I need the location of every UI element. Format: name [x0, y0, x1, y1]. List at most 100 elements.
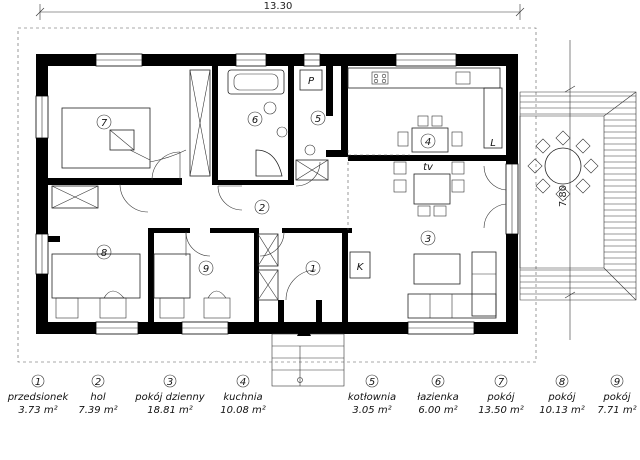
pantry-box: [299, 69, 323, 91]
legend-room-area: 6.00 m²: [418, 405, 457, 416]
kitchen-fixtures: L: [347, 67, 503, 153]
bathroom-fixtures: [227, 69, 288, 177]
legend-number-circle: [431, 374, 445, 388]
legend-number: 1: [35, 377, 41, 388]
legend-number-circle: [236, 374, 250, 388]
bedroom-9-furniture: [153, 233, 279, 319]
legend-room-name: pokój: [486, 391, 514, 403]
legend-number: 5: [369, 377, 375, 388]
legend-number-circle: [365, 374, 379, 388]
terrace-table: [544, 147, 582, 185]
terrace-chair: [575, 178, 591, 194]
svg-text:2: 2: [259, 203, 265, 214]
legend-number-circle: [31, 374, 45, 388]
walls: [36, 54, 518, 334]
bathtub-icon: [227, 69, 285, 95]
shower-icon: [255, 149, 283, 177]
legend-room-area: 3.05 m²: [352, 405, 391, 416]
bedroom-7-furniture: [61, 69, 211, 177]
legend-room-area: 13.50 m²: [478, 405, 524, 416]
terrace-chair: [555, 186, 571, 202]
room-marker-8: 8: [96, 244, 112, 260]
terrace-chair: [535, 178, 551, 194]
sink-icon: [263, 101, 277, 115]
legend-room-name: łazienka: [417, 392, 458, 403]
legend-room-area: 18.81 m²: [147, 405, 193, 416]
legend-room-name: przedsionek: [7, 392, 70, 403]
svg-text:7: 7: [101, 118, 108, 129]
dining-table: [411, 127, 449, 153]
room-marker-5: 5: [310, 110, 326, 126]
room-marker-3: 3: [420, 230, 436, 246]
entrance-steps: [271, 322, 345, 387]
room-marker-7: 7: [96, 114, 112, 130]
legend-room-name: hol: [90, 392, 105, 403]
svg-text:3: 3: [425, 234, 431, 245]
legend-room-area: 7.71 m²: [597, 405, 636, 416]
terrace-chair: [575, 138, 591, 154]
legend-number: 2: [95, 377, 101, 388]
legend-number: 7: [498, 377, 505, 388]
legend-item: 7 pokój 13.50 m²: [478, 374, 524, 416]
room-legend: 1 przedsionek 3.73 m² 2 hol 7.39 m² 3 pokój dzi…: [7, 374, 637, 416]
kitchen-sink-icon: [455, 71, 471, 85]
legend-number: 3: [167, 377, 173, 388]
legend-item: 5 kotłownia 3.05 m²: [348, 374, 396, 416]
legend-room-name: pokój dzienny: [134, 391, 206, 403]
living-room-furniture: tv K: [349, 161, 497, 319]
legend-number-circle: [163, 374, 177, 388]
bedroom-8-furniture: [51, 185, 141, 319]
svg-text:5: 5: [315, 114, 321, 125]
svg-text:8: 8: [101, 248, 107, 259]
legend-item: 1 przedsionek 3.73 m²: [7, 374, 70, 416]
legend-item: 4 kuchnia 10.08 m²: [220, 374, 266, 416]
svg-text:9: 9: [203, 264, 209, 275]
legend-room-area: 7.39 m²: [78, 405, 117, 416]
tv-label: tv: [423, 162, 434, 173]
terrace-chair: [583, 158, 599, 174]
toilet-icon: [276, 126, 288, 138]
terrace: 7.80: [519, 40, 637, 340]
terrace-dimension-label: 7.80: [558, 185, 569, 207]
room-marker-9: 9: [198, 260, 214, 276]
legend-number: 4: [240, 377, 246, 388]
room-markers: 7 6 5 4 2 3 8 9 1: [96, 110, 436, 276]
legend-number-circle: [91, 374, 105, 388]
svg-text:4: 4: [425, 137, 431, 148]
room-marker-2: 2: [254, 199, 270, 215]
room-marker-4: 4: [420, 133, 436, 149]
legend-room-name: pokój: [602, 391, 630, 403]
fireplace-letter: K: [357, 262, 365, 273]
legend-number: 6: [435, 377, 441, 388]
terrace-chair: [535, 138, 551, 154]
pantry-letter: P: [308, 76, 315, 87]
room-marker-6: 6: [247, 111, 263, 127]
svg-text:6: 6: [252, 115, 258, 126]
legend-number-circle: [555, 374, 569, 388]
coffee-table: [413, 253, 461, 285]
stove-icon: [371, 71, 389, 85]
legend-number: 8: [559, 377, 565, 388]
legend-room-area: 3.73 m²: [18, 405, 57, 416]
legend-room-name: kotłownia: [348, 392, 396, 403]
legend-room-name: kuchnia: [223, 392, 262, 403]
boiler-room-fixtures: P: [295, 69, 329, 181]
legend-number-circle: [494, 374, 508, 388]
width-dimension-label: 13.30: [264, 1, 293, 12]
legend-room-name: pokój: [547, 391, 575, 403]
legend-item: 3 pokój dzienny 18.81 m²: [134, 374, 206, 416]
windows: [35, 53, 519, 335]
doors: [119, 150, 507, 301]
terrace-chair: [555, 130, 571, 146]
entrance-arrow-icon: [297, 322, 311, 336]
terrace-chair: [527, 158, 543, 174]
sofa-side: [471, 251, 497, 317]
legend-item: 6 łazienka 6.00 m²: [417, 374, 459, 416]
svg-text:1: 1: [310, 264, 316, 275]
legend-room-area: 10.08 m²: [220, 405, 266, 416]
width-dimension: 13.30: [35, 1, 525, 20]
fridge-letter: L: [490, 138, 496, 149]
